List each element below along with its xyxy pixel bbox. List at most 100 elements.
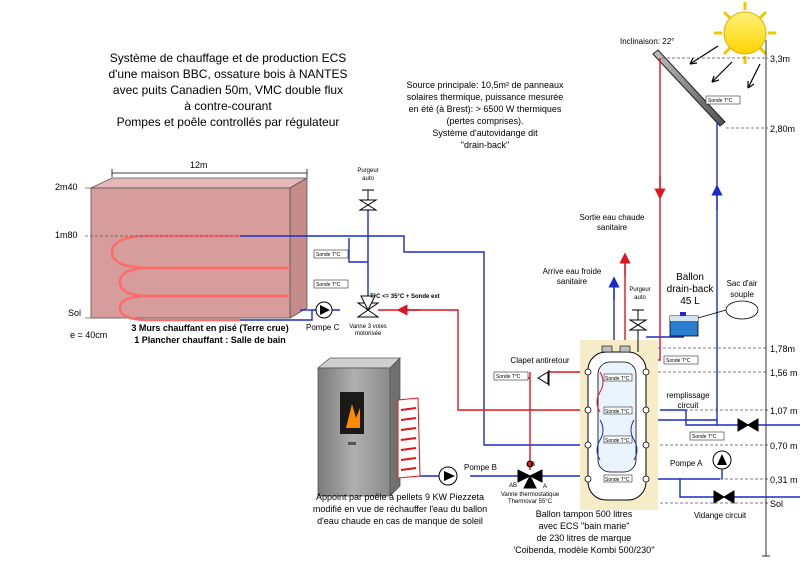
stove-caption-1: Appoint par poêle à pellets 9 KW Piezzet… [316, 492, 484, 502]
thermostatic-valve [517, 460, 543, 489]
source-block: Source principale: 10,5m² de panneaux so… [406, 80, 564, 150]
cold-arrows [608, 184, 723, 300]
solar-panel [652, 49, 726, 127]
tank-sondes: Sonde T°C Sonde T°C Sonde T°C Sonde T°C … [603, 355, 725, 483]
remplissage-label-1: remplissage [666, 391, 710, 400]
svg-text:0,31 m: 0,31 m [770, 475, 798, 485]
tank-caption-1: Ballon tampon 500 litres [536, 509, 633, 519]
height-markers [648, 57, 768, 504]
svg-text:Sol: Sol [770, 499, 783, 509]
house-height-2m40: 2m40 [55, 182, 78, 192]
remplissage-label-2: circuit [678, 401, 700, 410]
house-block [85, 177, 309, 322]
three-way-valve [356, 295, 380, 318]
tank-caption-4: 'Coibenda, modèle Kombi 500/230'' [513, 545, 655, 555]
drainback-label-1: Ballon [676, 272, 704, 283]
arrivee-label-2: sanitaire [557, 277, 588, 286]
svg-text:Sonde T°C: Sonde T°C [692, 434, 717, 440]
svg-text:Sonde T°C: Sonde T°C [708, 98, 733, 104]
clapet-label: Clapet antiretour [510, 356, 569, 365]
air-bag-label-1: Sac d'air [727, 279, 758, 288]
sonde-panel: Sonde T°C [705, 95, 741, 105]
vidange-valve [713, 490, 735, 504]
thermo-label-1: Vanne thermostatique [501, 492, 560, 498]
svg-text:2,80m: 2,80m [770, 124, 795, 134]
purgeur-label-left-1: Purgeur [357, 168, 378, 174]
hot-arrows [396, 176, 666, 316]
sonde-house-2: Sonde T°C [313, 279, 349, 289]
pellet-stove [316, 357, 401, 497]
air-bag [697, 300, 759, 320]
source-line-4: (pertes comprises). [446, 116, 523, 126]
drainback-label-2: drain-back [667, 284, 715, 295]
pompe-b-label: Pompe B [464, 463, 497, 472]
svg-text:1,07 m: 1,07 m [770, 406, 798, 416]
inclinaison-label: Inclinaison: 22° [620, 37, 674, 46]
port-b: B [531, 462, 535, 468]
stove-caption-2: modifié en vue de réchauffer l'eau du ba… [313, 504, 487, 514]
arrivee-label-1: Arrive eau froide [543, 267, 602, 276]
svg-text:1,56 m: 1,56 m [770, 368, 798, 378]
height-scale [762, 40, 770, 557]
pompe-c [315, 301, 333, 319]
vidange-label: Vidange circuit [694, 511, 747, 520]
stove-caption-3: d'eau chaude en cas de manque de soleil [317, 516, 483, 526]
purgeur-label-right-2: auto [634, 295, 646, 301]
pompe-a [712, 450, 732, 479]
vanne3-label-2: motorisée [355, 331, 382, 337]
sun-rays-arrows [689, 45, 761, 89]
house-width-label: 12m [190, 160, 208, 170]
purgeur-label-left-2: auto [362, 176, 374, 182]
svg-text:Sonde T°C: Sonde T°C [605, 376, 630, 382]
sortie-label-2: sanitaire [597, 223, 628, 232]
air-bag-label-2: souple [730, 290, 754, 299]
vanne3-label-1: Vanne 3 voies [349, 324, 387, 330]
house-thickness: e = 40cm [70, 330, 107, 340]
svg-text:Sonde T°C: Sonde T°C [605, 409, 630, 415]
sonde-clapet: Sonde T°C [493, 371, 529, 381]
svg-text:Sonde T°C: Sonde T°C [496, 374, 521, 380]
clapet-antiretour [537, 370, 550, 386]
purgeur-label-right-1: Purgeur [629, 287, 650, 293]
purgeur-auto-valve-left [358, 189, 378, 211]
remplissage-valve [737, 418, 759, 432]
tank-caption-2: avec ECS "bain marie" [539, 521, 630, 531]
pompe-c-label: Pompe C [306, 323, 340, 332]
source-line-5: Système d'autovidange dit [432, 128, 538, 138]
svg-text:Sonde T°C: Sonde T°C [605, 477, 630, 483]
purgeur-auto-valve-right [628, 309, 648, 352]
walls-caption-2: 1 Plancher chauffant : Salle de bain [134, 335, 286, 345]
walls-caption-1: 3 Murs chauffant en pisé (Terre crue) [131, 323, 288, 333]
tank-ports [584, 368, 650, 483]
thermo-label-2: Thermovar 55°C [508, 499, 553, 505]
source-line-6: "drain-back" [461, 140, 509, 150]
port-ab: AB [509, 483, 517, 489]
house-sol: Sol [68, 308, 81, 318]
house-height-1m80: 1m80 [55, 230, 78, 240]
title-line-1: Système de chauffage et de production EC… [110, 51, 347, 65]
tank-caption-3: de 230 litres de marque [537, 533, 632, 543]
svg-text:Sonde T°C: Sonde T°C [666, 358, 691, 364]
pompe-b [438, 466, 458, 486]
source-line-2: solaires thermique, puissance mesurée [407, 92, 564, 102]
drainback-tank [669, 312, 699, 337]
title-line-2: d'une maison BBC, ossature bois à NANTES [108, 67, 347, 81]
height-labels: 3,3m 2,80m 1,78m 1,56 m 1,07 m 0,70 m 0,… [770, 54, 798, 509]
sortie-label-1: Sortie eau chaude [580, 213, 645, 222]
svg-text:3,3m: 3,3m [770, 54, 790, 64]
svg-text:0,70 m: 0,70 m [770, 441, 798, 451]
svg-text:Sonde T°C: Sonde T°C [316, 282, 341, 288]
house-dimension-width [111, 169, 308, 177]
port-a: A [543, 484, 547, 490]
source-line-1: Source principale: 10,5m² de panneaux [406, 80, 564, 90]
source-line-3: en été (à Brest): > 6500 W thermiques [409, 104, 562, 114]
sonde-house-1: Sonde T°C [313, 249, 349, 259]
title-block: Système de chauffage et de production EC… [108, 51, 347, 129]
pompe-a-label: Pompe A [670, 459, 703, 468]
svg-text:Sonde T°C: Sonde T°C [605, 438, 630, 444]
temp-rule-label: T°C <= 35°C + Sonde ext [370, 294, 440, 300]
title-line-4: à contre-courant [184, 99, 272, 113]
stove-heat-exchanger [397, 397, 421, 479]
svg-text:Sonde T°C: Sonde T°C [316, 252, 341, 258]
